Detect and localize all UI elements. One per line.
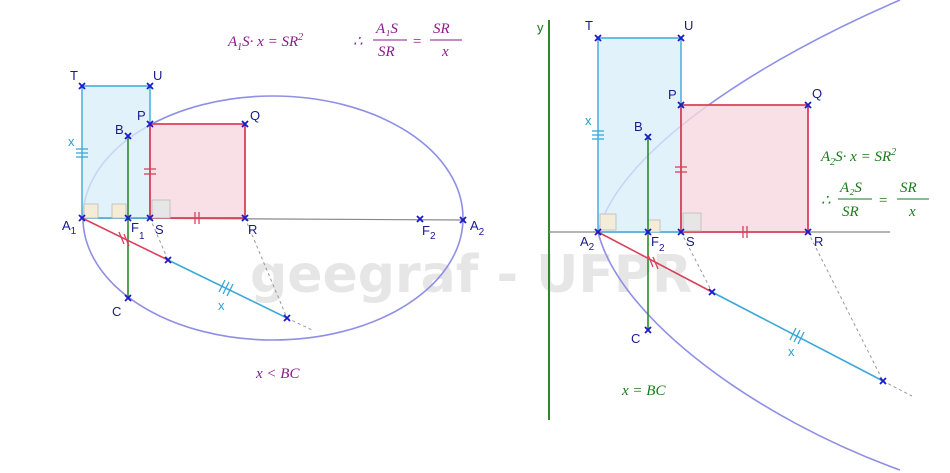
left-label-b: B: [115, 122, 124, 137]
left-point-markers: [78, 82, 467, 322]
left-label-r: R: [248, 222, 257, 237]
right-square-ticks: [675, 166, 748, 238]
left-x-label-segment: x: [218, 298, 225, 313]
right-rect-ticks: [592, 130, 604, 140]
left-label-a1: A1: [62, 218, 77, 237]
svg-text:SR: SR: [900, 180, 917, 196]
left-panel: T U P Q B A1 F1 S R F2 A2 C x x A1S· x =…: [62, 21, 485, 382]
svg-text:x: x: [441, 44, 449, 60]
left-segment-x-ext: [286, 317, 313, 331]
left-label-f1: F1: [131, 220, 145, 242]
right-dashed-s: [680, 231, 713, 293]
svg-text:SR: SR: [433, 21, 450, 37]
left-segment-red: [81, 217, 169, 261]
svg-text:=: =: [878, 193, 888, 209]
left-x-label-rect: x: [68, 134, 75, 149]
right-condition: x = BC: [621, 383, 666, 399]
svg-text:SR: SR: [378, 44, 395, 60]
svg-text:A1S· x = SR2: A1S· x = SR2: [227, 32, 303, 53]
left-label-q: Q: [250, 108, 260, 123]
right-right-angle-s: [682, 212, 702, 232]
left-dashed-r: [244, 217, 288, 319]
right-formula: A2S· x = SR2 ∴ A₂S SR = SR x: [820, 147, 929, 220]
left-red-ticks: [118, 231, 130, 247]
left-segment-x: [167, 259, 288, 319]
left-label-t: T: [70, 68, 78, 83]
left-label-f2: F2: [422, 223, 436, 242]
right-label-t: T: [585, 18, 593, 33]
right-label-s: S: [686, 234, 695, 249]
svg-text:=: =: [412, 34, 422, 50]
left-label-u: U: [153, 68, 162, 83]
left-dashed-s: [149, 217, 169, 261]
right-rectangle-tu: [597, 37, 682, 233]
svg-text:x: x: [908, 204, 916, 220]
right-point-markers: [594, 34, 887, 385]
left-right-angle-f1: [111, 203, 127, 219]
right-label-b: B: [634, 119, 643, 134]
left-right-angle-s: [151, 199, 171, 219]
left-label-s: S: [155, 222, 164, 237]
svg-text:A2S· x = SR2: A2S· x = SR2: [820, 147, 896, 168]
right-dashed-r: [807, 231, 884, 382]
right-segment-x-ext: [882, 380, 913, 397]
right-axis-label-y: y: [537, 20, 544, 35]
right-label-u: U: [684, 18, 693, 33]
svg-text:A₁S: A₁S: [375, 21, 398, 37]
right-label-a2: A2: [580, 234, 595, 253]
left-right-angle-a1: [83, 203, 99, 219]
left-label-c: C: [112, 304, 121, 319]
right-right-angle-a2: [599, 213, 617, 231]
right-x-ticks: [789, 327, 805, 345]
right-label-c: C: [631, 331, 640, 346]
right-label-r: R: [814, 234, 823, 249]
left-rect-ticks: [76, 148, 88, 158]
right-x-label-rect: x: [585, 113, 592, 128]
right-label-p: P: [668, 87, 677, 102]
left-x-ticks: [218, 279, 234, 297]
left-label-a2: A2: [470, 218, 485, 238]
left-label-p: P: [137, 108, 146, 123]
right-red-ticks: [647, 254, 659, 270]
right-label-q: Q: [812, 86, 822, 101]
svg-text:A₂S: A₂S: [839, 180, 862, 196]
right-panel: y: [537, 0, 929, 471]
left-square-ticks: [144, 168, 200, 224]
left-condition: x < BC: [255, 366, 300, 382]
svg-text:SR: SR: [842, 204, 859, 220]
svg-text:∴: ∴: [353, 34, 363, 50]
left-rectangle-tu: [81, 85, 151, 219]
right-label-f2: F2: [651, 234, 665, 254]
svg-text:∴: ∴: [821, 193, 831, 209]
left-formula-top: A1S· x = SR2 ∴ A₁S SR = SR x: [227, 21, 462, 60]
right-segment-x: [711, 291, 884, 382]
right-x-label-segment: x: [788, 344, 795, 359]
watermark-text: geegraf - UFPR: [250, 245, 692, 305]
